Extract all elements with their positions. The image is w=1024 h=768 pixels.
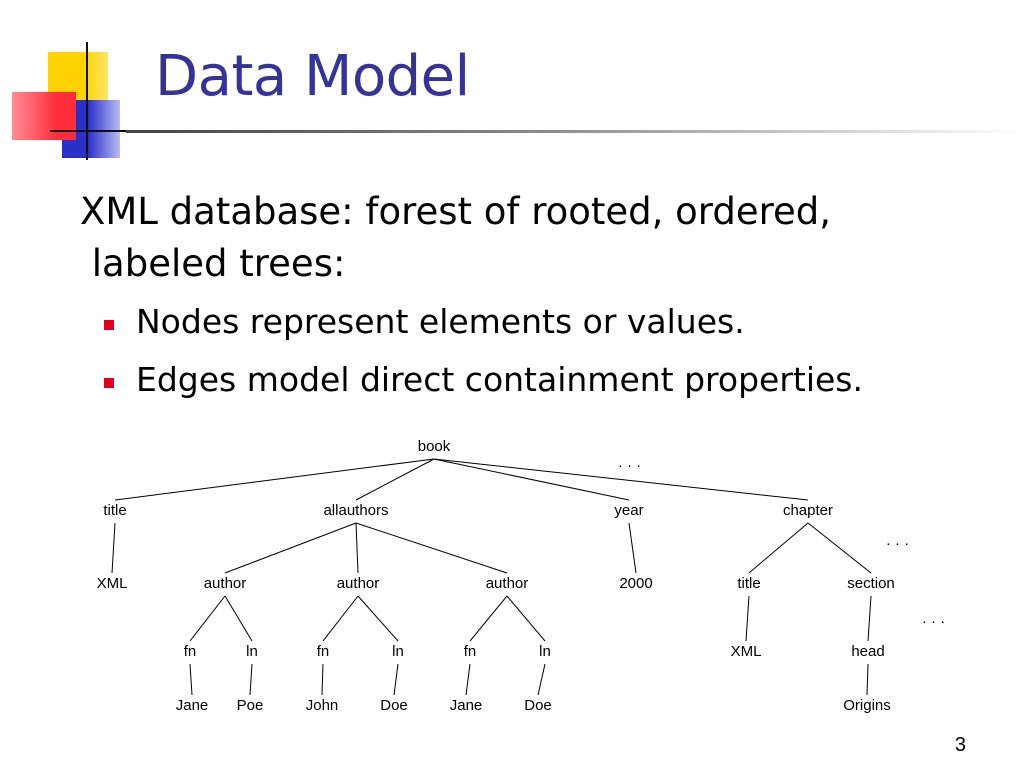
body-text: XML database: forest of rooted, ordered,… <box>80 186 960 290</box>
tree-edge-author2-fn2 <box>322 595 359 642</box>
tree-node-y2000: 2000 <box>619 575 652 592</box>
tree-edge-title2-xml2 <box>745 595 750 642</box>
tree-edge-author3-fn3 <box>469 595 508 642</box>
slide-logo-icon <box>0 0 150 170</box>
tree-edge-author1-fn1 <box>189 595 226 642</box>
tree-edge-ln3-doe2 <box>537 663 546 696</box>
tree-edge-book-allauthors <box>355 458 435 501</box>
tree-node-section: section <box>847 575 895 592</box>
tree-edge-head-origins <box>866 663 869 696</box>
tree-node-john: John <box>306 697 339 714</box>
tree-node-jane2: Jane <box>450 697 483 714</box>
tree-edge-ln2-doe1 <box>393 663 399 696</box>
logo-vertical-line <box>86 42 88 160</box>
tree-node-doe2: Doe <box>524 697 552 714</box>
bullet-text: Nodes represent elements or values. <box>136 302 745 341</box>
bullet-text: Edges model direct containment propertie… <box>136 360 863 399</box>
tree-edge-author3-ln3 <box>506 595 546 642</box>
body-text-line-2: labeled trees: <box>80 242 346 285</box>
tree-node-poe: Poe <box>237 697 264 714</box>
tree-node-fn1: fn <box>184 643 197 660</box>
tree-node-title2: title <box>737 575 760 592</box>
bullet-square-icon <box>104 378 114 388</box>
tree-node-author3: author <box>486 575 529 592</box>
tree-node-ln2: ln <box>392 643 404 660</box>
tree-edge-book-chapter <box>433 458 809 501</box>
tree-node-fn3: fn <box>464 643 477 660</box>
tree-edge-fn1-jane1 <box>189 663 193 696</box>
tree-ellipses: ......... <box>618 454 950 627</box>
tree-node-chapter: chapter <box>783 502 833 519</box>
tree-node-author1: author <box>204 575 247 592</box>
tree-edge-section-head <box>867 595 872 642</box>
tree-node-book: book <box>418 438 451 455</box>
tree-node-xml1: XML <box>97 575 128 592</box>
tree-node-xml2: XML <box>731 643 762 660</box>
tree-edge-chapter-section <box>807 522 872 574</box>
title-divider <box>126 130 1024 133</box>
tree-node-year: year <box>614 502 643 519</box>
body-text-line-1: XML database: forest of rooted, ordered, <box>80 190 832 233</box>
tree-ellipsis: ... <box>922 610 950 627</box>
tree-node-jane1: Jane <box>176 697 209 714</box>
logo-red-square <box>12 92 76 140</box>
tree-edge-allauthors-author2 <box>355 522 359 574</box>
tree-ellipsis: ... <box>618 454 646 471</box>
tree-edge-author2-ln2 <box>357 595 399 642</box>
tree-edge-book-title1 <box>114 458 435 501</box>
tree-node-ln1: ln <box>246 643 258 660</box>
tree-edge-fn2-john <box>321 663 324 696</box>
tree-edge-year-y2000 <box>628 522 637 574</box>
slide-title: Data Model <box>155 44 470 109</box>
tree-edge-allauthors-author3 <box>355 522 508 574</box>
tree-node-doe1: Doe <box>380 697 408 714</box>
tree-edge-chapter-title2 <box>748 522 809 574</box>
tree-ellipsis: ... <box>886 532 914 549</box>
tree-node-author2: author <box>337 575 380 592</box>
tree-node-ln3: ln <box>539 643 551 660</box>
tree-node-fn2: fn <box>317 643 330 660</box>
tree-node-origins: Origins <box>843 697 891 714</box>
tree-edge-book-year <box>433 458 630 501</box>
bullet-square-icon <box>104 320 114 330</box>
tree-node-title1: title <box>103 502 126 519</box>
tree-edge-fn3-jane2 <box>465 663 471 696</box>
tree-edges <box>111 458 872 696</box>
tree-edge-author1-ln1 <box>224 595 253 642</box>
tree-node-allauthors: allauthors <box>323 502 388 519</box>
tree-node-head: head <box>851 643 884 660</box>
tree-edge-ln1-poe <box>249 663 253 696</box>
tree-edge-allauthors-author1 <box>224 522 357 574</box>
tree-edge-title1-xml1 <box>111 522 116 574</box>
page-number: 3 <box>954 734 966 756</box>
logo-horizontal-line <box>50 130 126 132</box>
